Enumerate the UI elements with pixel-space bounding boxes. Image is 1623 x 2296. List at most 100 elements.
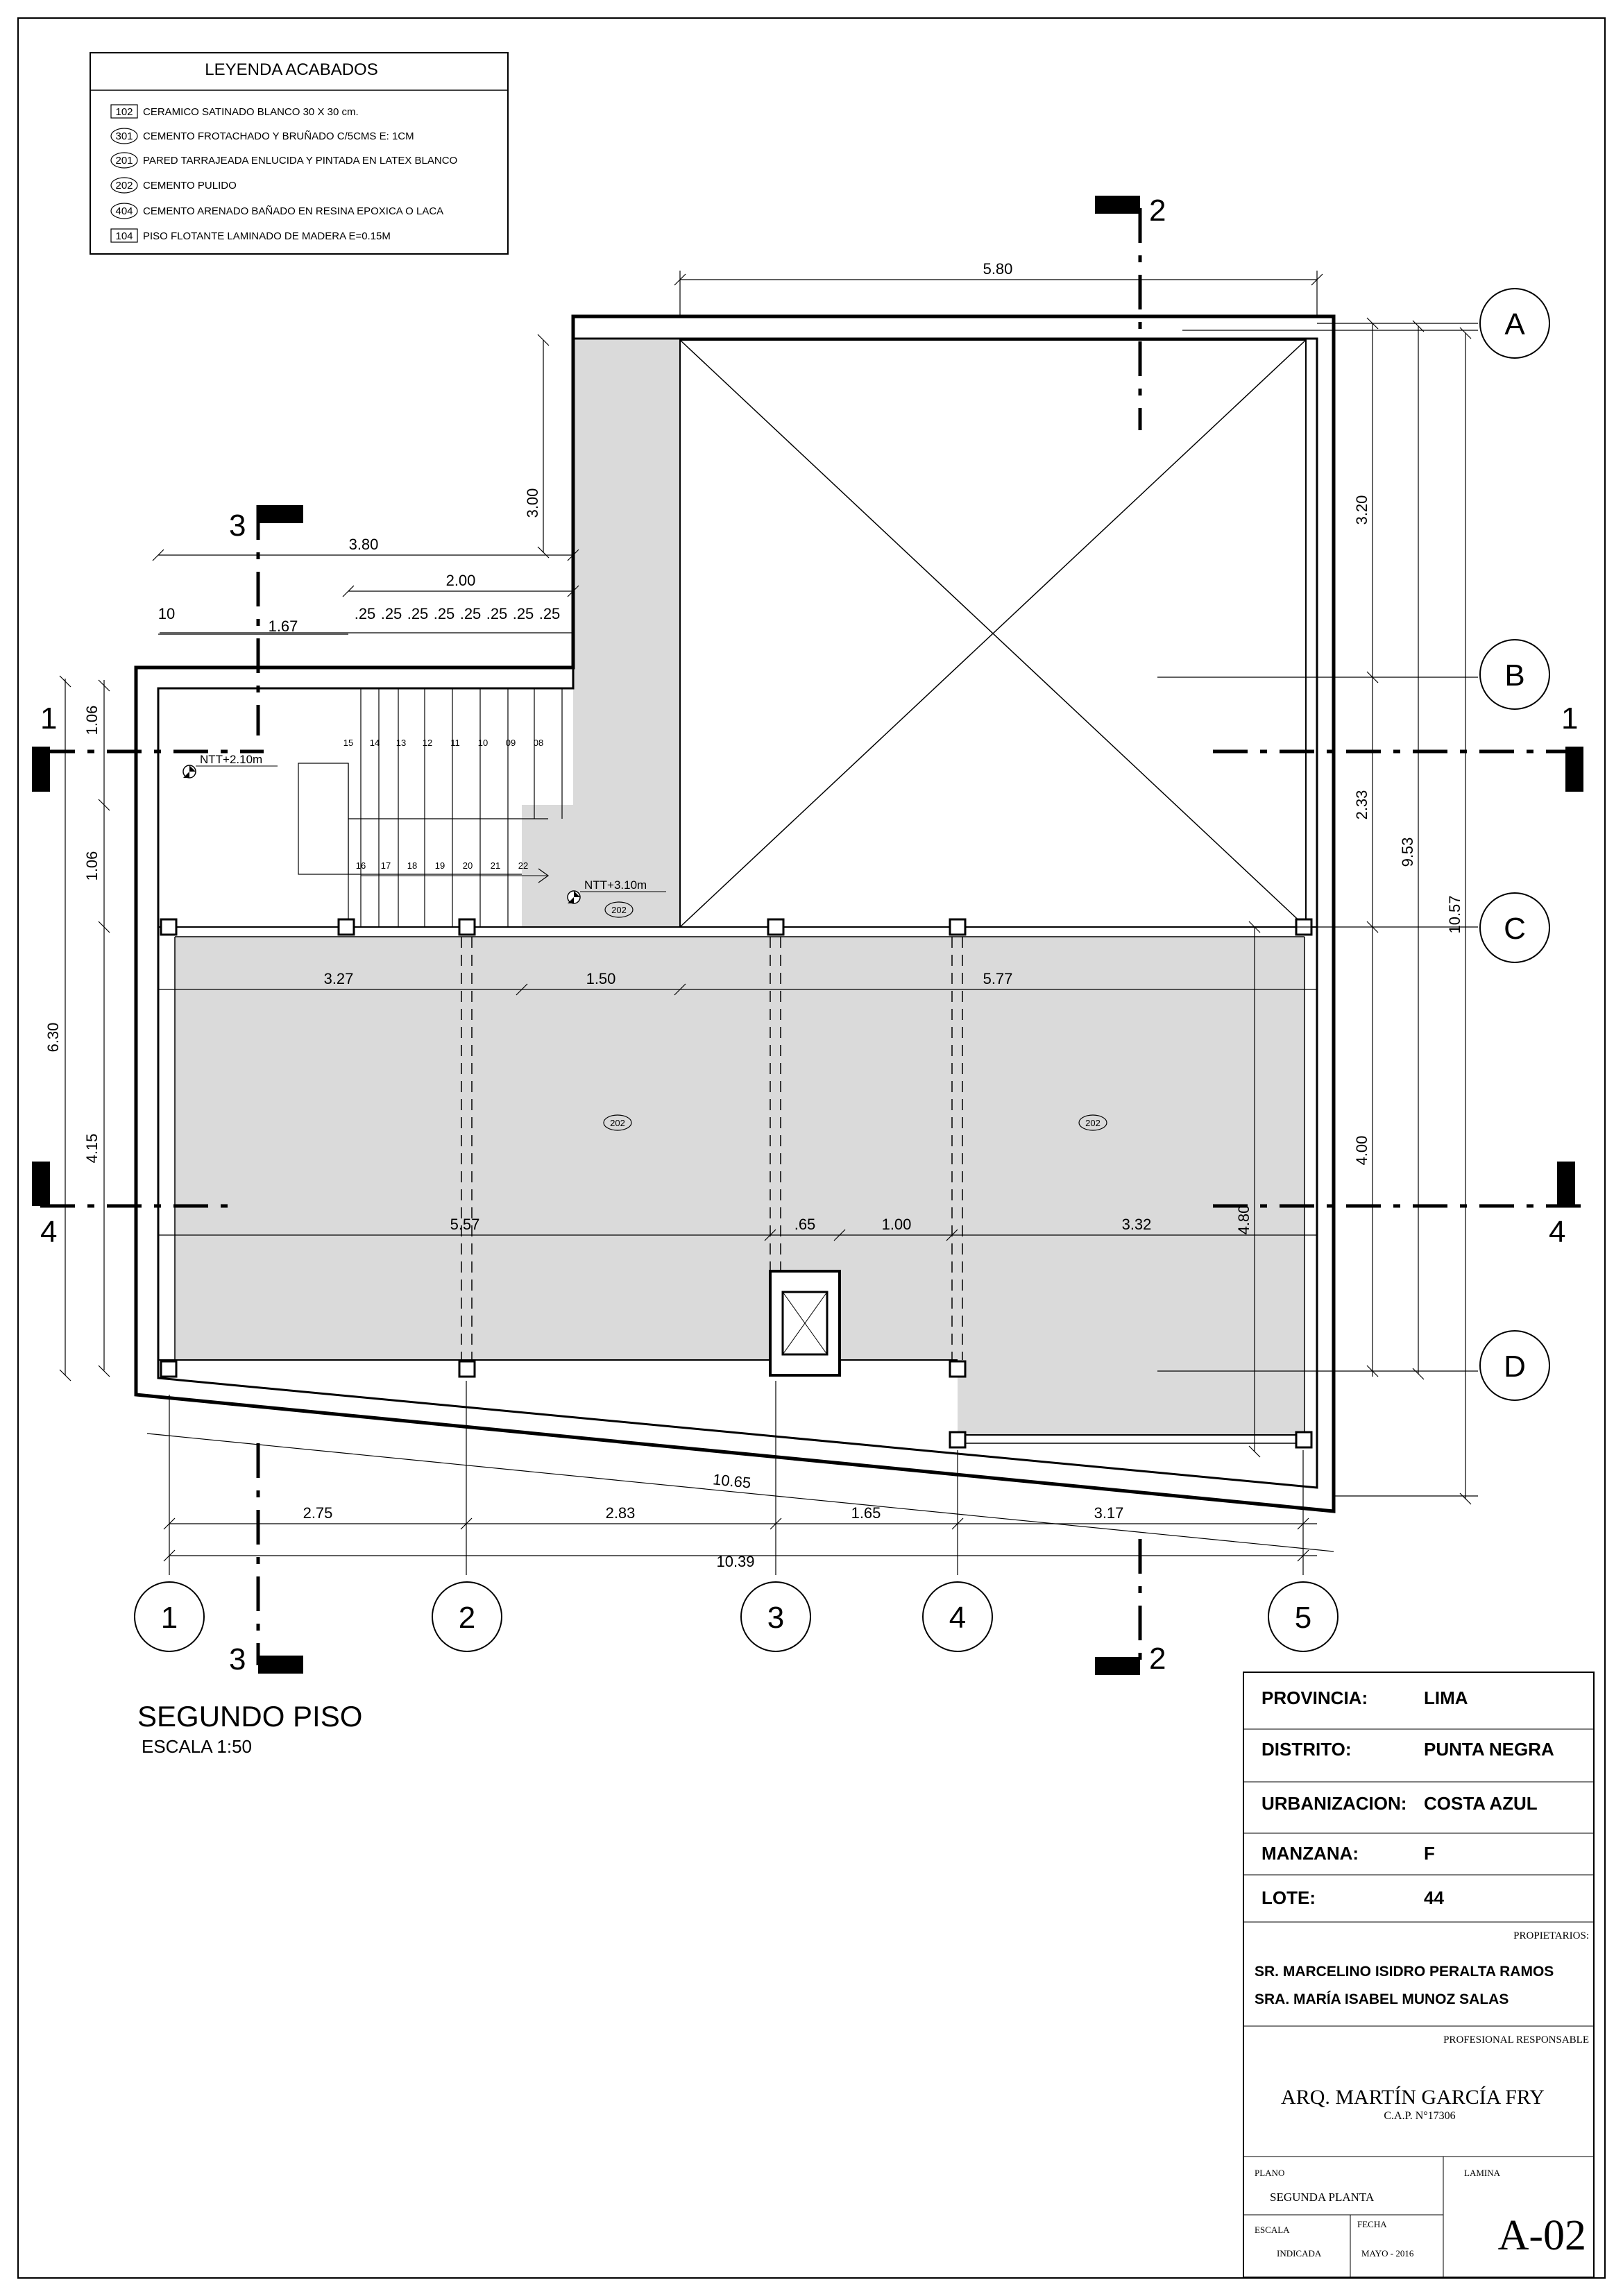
- dim-label: 4.00: [1353, 1136, 1370, 1166]
- axis-bubble-1: 1: [134, 1581, 205, 1652]
- axis-bubble-5: 5: [1268, 1581, 1339, 1652]
- tb-lote-label: LOTE:: [1261, 1887, 1316, 1908]
- dim-label: 1.06: [83, 851, 101, 881]
- tb-urbanizacion-label: URBANIZACION:: [1261, 1793, 1407, 1814]
- axis-bubble-A: A: [1182, 288, 1550, 359]
- axis-bubble-D: D: [1479, 1330, 1550, 1401]
- dim-label: 3.27: [324, 970, 354, 987]
- legend-code: 102: [115, 106, 133, 118]
- dim-label: 1.65: [851, 1504, 881, 1522]
- title-block: PROVINCIA: LIMA DISTRITO: PUNTA NEGRA UR…: [1243, 1672, 1595, 2278]
- cut-label: 1: [1561, 701, 1578, 735]
- dimensions: [59, 271, 1478, 1575]
- svg-text:C: C: [1504, 912, 1526, 946]
- stair-step-number: 15: [343, 738, 353, 748]
- stair-step-number: 21: [491, 860, 500, 871]
- cut-label: 3: [229, 1642, 246, 1676]
- plan-scale: ESCALA 1:50: [142, 1736, 252, 1757]
- stair-step-number: 19: [435, 860, 445, 871]
- svg-text:202: 202: [1085, 1118, 1101, 1128]
- stair-step-number: 12: [423, 738, 432, 748]
- legend-item: 104 PISO FLOTANTE LAMINADO DE MADERA E=0…: [110, 228, 391, 243]
- legend-item: 102 CERAMICO SATINADO BLANCO 30 X 30 cm.: [110, 104, 359, 119]
- stair-step-number: 18: [407, 860, 417, 871]
- svg-text:4: 4: [949, 1601, 966, 1635]
- legend-code: 201: [115, 155, 133, 167]
- stair-step-number: 16: [356, 860, 366, 871]
- tb-plano-value: SEGUNDA PLANTA: [1270, 2191, 1375, 2204]
- cut-label: 2: [1149, 194, 1166, 228]
- tb-provincia-label: PROVINCIA:: [1261, 1687, 1368, 1708]
- stair-step-number: 09: [506, 738, 516, 748]
- tb-profesional-label: PROFESIONAL RESPONSABLE: [1443, 2034, 1589, 2046]
- dim-label: .25: [355, 605, 376, 622]
- tb-plano-label: PLANO: [1255, 2168, 1284, 2178]
- legend-item: 301 CEMENTO FROTACHADO Y BRUÑADO C/5CMS …: [110, 128, 414, 144]
- tb-distrito-value: PUNTA NEGRA: [1424, 1739, 1554, 1760]
- svg-text:5: 5: [1295, 1601, 1311, 1635]
- svg-text:2: 2: [459, 1601, 475, 1635]
- dim-label: 1.06: [83, 706, 101, 735]
- svg-text:A: A: [1504, 307, 1525, 341]
- tb-provincia-value: LIMA: [1424, 1687, 1468, 1708]
- tb-urbanizacion-value: COSTA AZUL: [1424, 1793, 1538, 1814]
- section-cuts: 2 2 3 3 1 1 4 4: [32, 194, 1583, 1676]
- dim-label: 5.80: [983, 260, 1013, 278]
- dim-label: .25: [460, 605, 482, 622]
- tb-escala-label: ESCALA: [1255, 2225, 1290, 2235]
- tb-lamina-value: A-02: [1498, 2212, 1586, 2259]
- axis-bubble-2: 2: [432, 1581, 502, 1652]
- dim-label: 1.50: [586, 970, 616, 987]
- legend-item: 202 CEMENTO PULIDO: [110, 177, 237, 194]
- axis-bubble-C: C: [1479, 892, 1550, 963]
- dim-label: 1.67: [269, 618, 298, 635]
- finish-tag: 202: [1078, 1114, 1107, 1131]
- tb-lote-value: 44: [1424, 1887, 1444, 1908]
- tb-manzana-value: F: [1424, 1843, 1435, 1864]
- dim-label: 10.57: [1446, 895, 1463, 933]
- svg-text:B: B: [1504, 658, 1524, 692]
- dim-label: .25: [513, 605, 534, 622]
- inner-wall-outline: [157, 337, 1318, 1489]
- legend-text: CERAMICO SATINADO BLANCO 30 X 30 cm.: [143, 106, 359, 118]
- dim-label: 3.17: [1094, 1504, 1124, 1522]
- legend-item: 201 PARED TARRAJEADA ENLUCIDA Y PINTADA …: [110, 152, 457, 169]
- svg-text:3: 3: [767, 1601, 784, 1635]
- dim-label: 2.33: [1353, 790, 1370, 820]
- stair-step-number: 08: [534, 738, 543, 748]
- stair-step-number: 14: [370, 738, 380, 748]
- dim-label: 3.20: [1353, 495, 1370, 525]
- level-marker: NTT+3.10m: [567, 878, 666, 904]
- legend-text: PISO FLOTANTE LAMINADO DE MADERA E=0.15M: [143, 230, 391, 242]
- axis-bubble-3: 3: [740, 1581, 811, 1652]
- dim-label: 2.83: [606, 1504, 636, 1522]
- svg-text:D: D: [1504, 1350, 1526, 1384]
- dim-label: 2.75: [303, 1504, 333, 1522]
- cut-label: 1: [40, 701, 57, 735]
- legend-text: CEMENTO ARENADO BAÑADO EN RESINA EPOXICA…: [143, 205, 443, 217]
- finish-tag: 202: [604, 901, 634, 918]
- dim-label: .25: [539, 605, 561, 622]
- tb-owner: SR. MARCELINO ISIDRO PERALTA RAMOS: [1255, 1964, 1554, 1980]
- svg-text:1: 1: [161, 1601, 178, 1635]
- tb-manzana-label: MANZANA:: [1261, 1843, 1359, 1864]
- cut-label: 3: [229, 509, 246, 543]
- legend-title: LEYENDA ACABADOS: [205, 60, 377, 79]
- stair-step-number: 11: [450, 738, 460, 748]
- legend-item: 404 CEMENTO ARENADO BAÑADO EN RESINA EPO…: [110, 203, 443, 219]
- dim-label: 3.80: [349, 536, 379, 553]
- legend-text: PARED TARRAJEADA ENLUCIDA Y PINTADA EN L…: [143, 155, 457, 167]
- dim-label: 3.00: [524, 488, 541, 518]
- svg-text:202: 202: [611, 905, 627, 915]
- dim-label: 5.77: [983, 970, 1013, 987]
- stair-step-number: 10: [478, 738, 488, 748]
- tb-cap: C.A.P. N°17306: [1384, 2110, 1455, 2122]
- stair-step-number: 20: [463, 860, 473, 871]
- dim-label: 2.00: [446, 572, 476, 589]
- svg-text:202: 202: [610, 1118, 625, 1128]
- legend-code: 301: [115, 130, 133, 142]
- stair-step-number: 13: [396, 738, 406, 748]
- cut-label: 2: [1149, 1642, 1166, 1676]
- legend-code: 404: [115, 205, 133, 217]
